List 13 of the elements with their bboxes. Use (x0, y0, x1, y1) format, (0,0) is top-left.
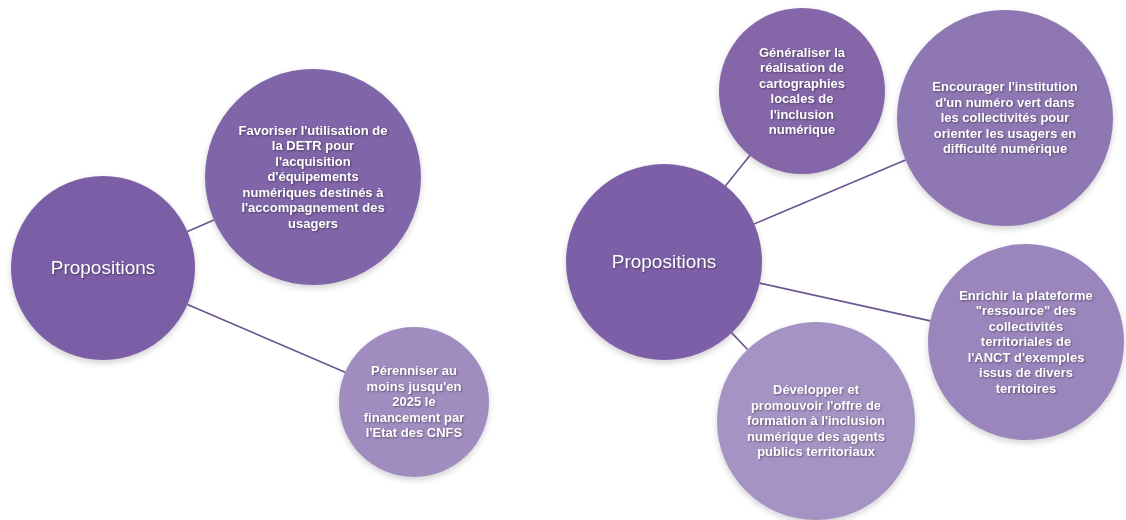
connector-line (186, 303, 346, 374)
connector-line (724, 154, 751, 187)
proposal-text: Développer et promouvoir l'offre de formation à l'inclusion numérique des agents publics territoriaux (745, 382, 887, 460)
topic-label: Propositions (610, 251, 718, 273)
connector-line (753, 159, 907, 225)
proposal-text: Favoriser l'utilisation de la DETR pour l'acquisition d'équipements numériques destinés à l'accompagnement des usagers (238, 122, 388, 232)
proposal-text: Pérenniser au moins jusqu'en 2025 le financement par l'Etat des CNFS (362, 363, 466, 441)
proposal-text: Généraliser la réalisation de cartographies locales de l'inclusion numérique (758, 44, 846, 138)
proposal-text: Enrichir la plateforme "ressource" des collectivités territoriales de l'ANCT d'exemples issus de divers territoires (959, 287, 1093, 397)
topic-label: Propositions (49, 257, 157, 279)
proposal-text: Encourager l'institution d'un numéro vert dans les collectivités pour orienter les usagers en difficulté numérique (931, 79, 1079, 157)
connector-line (186, 219, 215, 233)
connector-line (730, 332, 749, 351)
